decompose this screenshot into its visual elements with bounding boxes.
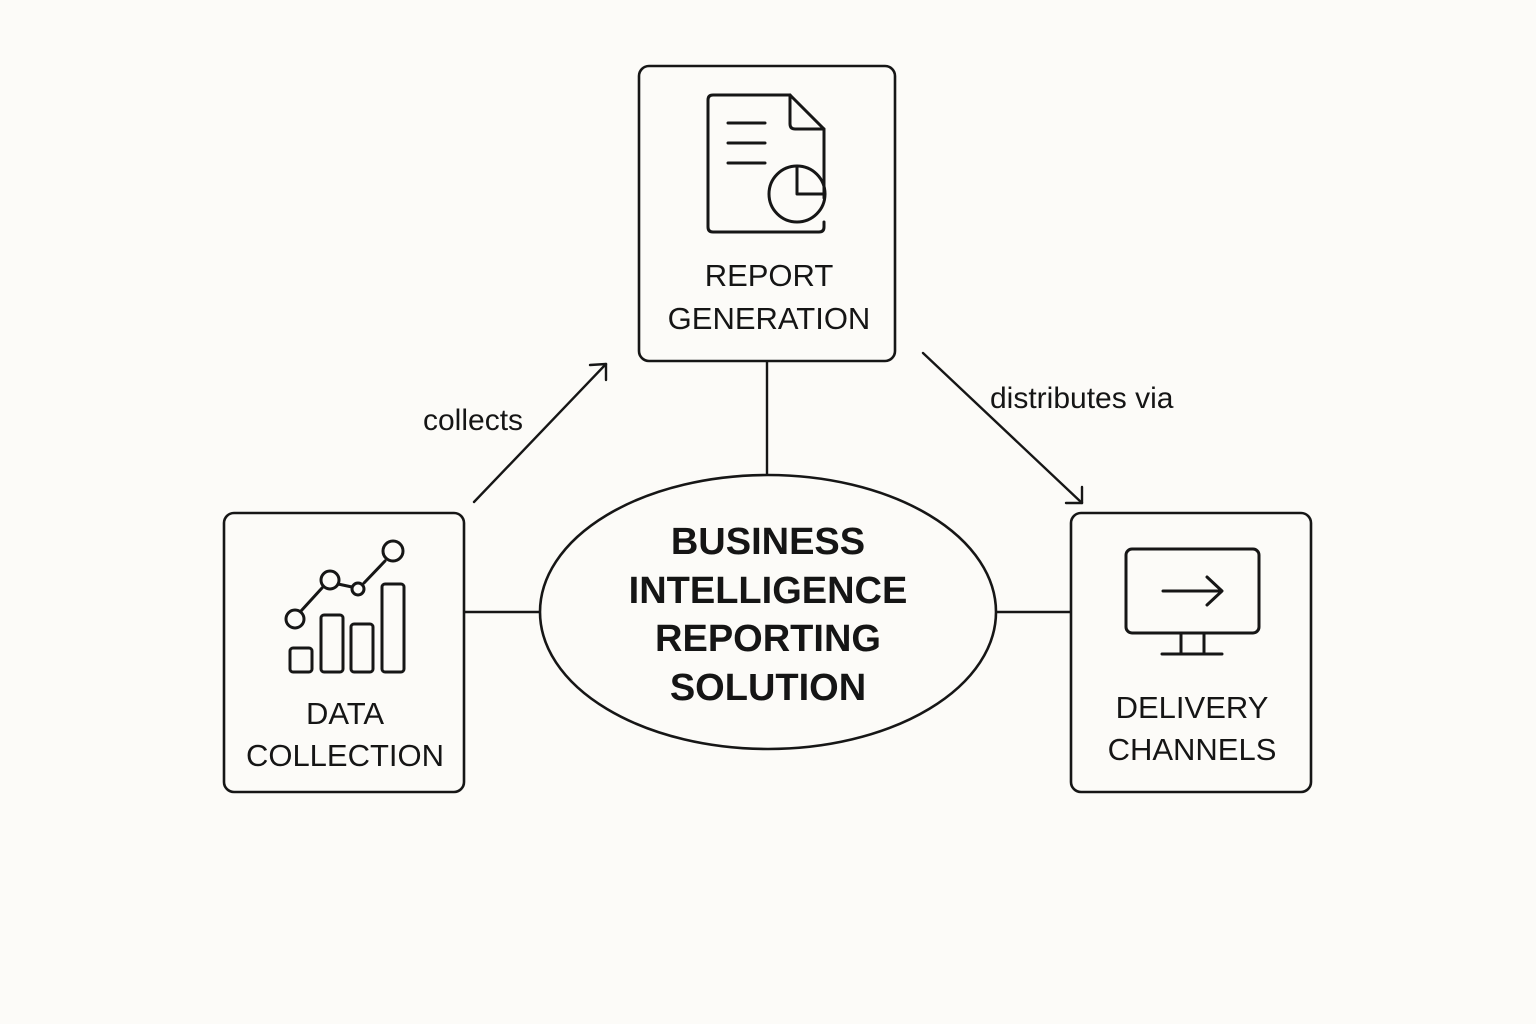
delivery-channels-label-line-2: CHANNELS xyxy=(1108,732,1277,767)
distributes-via-label: distributes via xyxy=(990,382,1174,415)
node-data-collection: DATA COLLECTION xyxy=(222,511,466,794)
center-node-bi-reporting-solution: BUSINESS INTELLIGENCE REPORTING SOLUTION xyxy=(538,473,998,751)
bar-line-chart-icon xyxy=(284,539,406,674)
delivery-channels-label-line-1: DELIVERY xyxy=(1116,690,1269,725)
collects-arrow xyxy=(472,362,608,504)
distributes-via-arrow xyxy=(921,351,1084,505)
center-label-line-2: INTELLIGENCE xyxy=(629,570,908,612)
monitor-arrow-icon xyxy=(1124,547,1261,656)
data-collection-label-line-1: DATA xyxy=(306,696,384,731)
node-report-generation: REPORT GENERATION xyxy=(637,64,897,363)
report-generation-label-line-2: GENERATION xyxy=(668,301,871,336)
center-label-line-1: BUSINESS xyxy=(671,521,865,563)
report-generation-label-line-1: REPORT xyxy=(705,258,834,293)
collects-label: collects xyxy=(423,404,523,437)
center-label-line-3: REPORTING xyxy=(655,618,881,660)
data-collection-label-line-2: COLLECTION xyxy=(246,738,444,773)
document-pie-chart-icon xyxy=(706,93,827,234)
center-label-line-4: SOLUTION xyxy=(670,667,866,709)
node-delivery-channels: DELIVERY CHANNELS xyxy=(1069,511,1313,794)
